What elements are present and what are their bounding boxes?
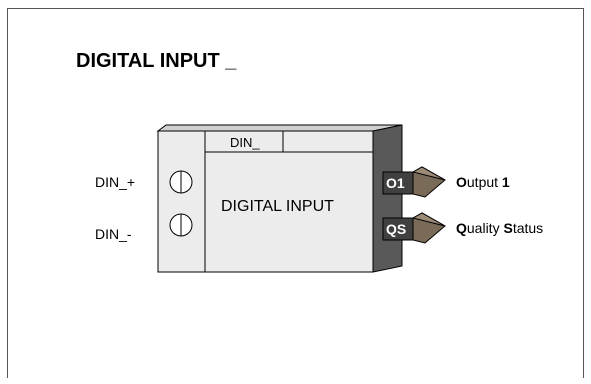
input-label-plus: DIN_+ — [95, 174, 136, 190]
port-code-qs: QS — [386, 221, 407, 237]
input-label-minus: DIN_- — [95, 226, 132, 242]
terminal-screw-minus — [169, 213, 193, 237]
terminal-screw-plus — [169, 170, 193, 194]
diagram-title: DIGITAL INPUT _ — [76, 50, 237, 72]
block-center-label: DIGITAL INPUT — [221, 198, 334, 215]
output-port-qs — [382, 212, 446, 244]
diagram-frame — [7, 8, 584, 378]
port-code-o1: O1 — [386, 175, 405, 191]
block-side-face — [372, 124, 403, 273]
output-port-o1 — [382, 166, 446, 198]
output-label-o1: Output 1 — [456, 174, 510, 190]
block-front-face — [157, 130, 374, 273]
output-label-qs: Quality Status — [456, 220, 544, 236]
block-tag-label: DIN_ — [230, 135, 260, 150]
block-top-face — [156, 124, 403, 132]
